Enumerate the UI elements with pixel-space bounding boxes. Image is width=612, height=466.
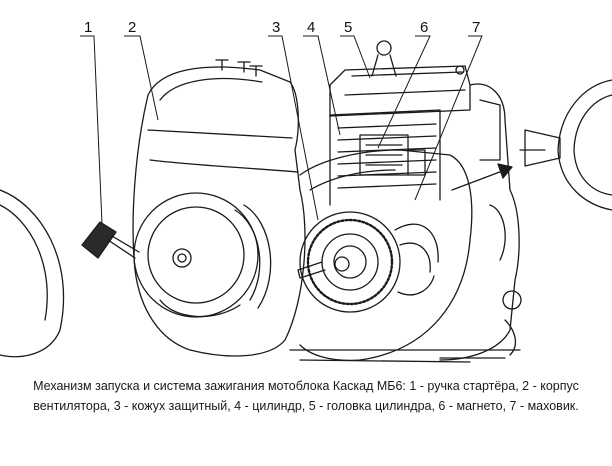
- engine-base: [289, 349, 521, 363]
- leader-lines: [80, 35, 483, 225]
- starter-handle: [81, 221, 140, 259]
- protective-casing: [299, 149, 473, 361]
- cylinder: [329, 109, 441, 206]
- cylinder-head: [329, 40, 471, 117]
- starter-cover: [133, 192, 259, 318]
- engine-block: [439, 83, 522, 361]
- callout-2: 2: [128, 19, 136, 36]
- callout-4: 4: [307, 19, 315, 36]
- callout-1: 1: [84, 19, 92, 36]
- callout-3: 3: [272, 19, 280, 36]
- left-side-cover-inner: [0, 204, 48, 321]
- assembly-arrow: [451, 169, 506, 191]
- callout-6: 6: [420, 19, 428, 36]
- left-side-cover: [0, 189, 65, 358]
- figure-caption: Механизм запуска и система зажигания мот…: [33, 379, 579, 413]
- right-wheel-hub: [519, 79, 612, 211]
- callout-7: 7: [472, 19, 480, 36]
- magneto: [359, 134, 426, 176]
- engine-drawing: 1 2 3 4 5 6 7: [0, 19, 612, 363]
- flywheel: [297, 211, 439, 313]
- callout-5: 5: [344, 19, 352, 36]
- fan-housing: [132, 66, 306, 357]
